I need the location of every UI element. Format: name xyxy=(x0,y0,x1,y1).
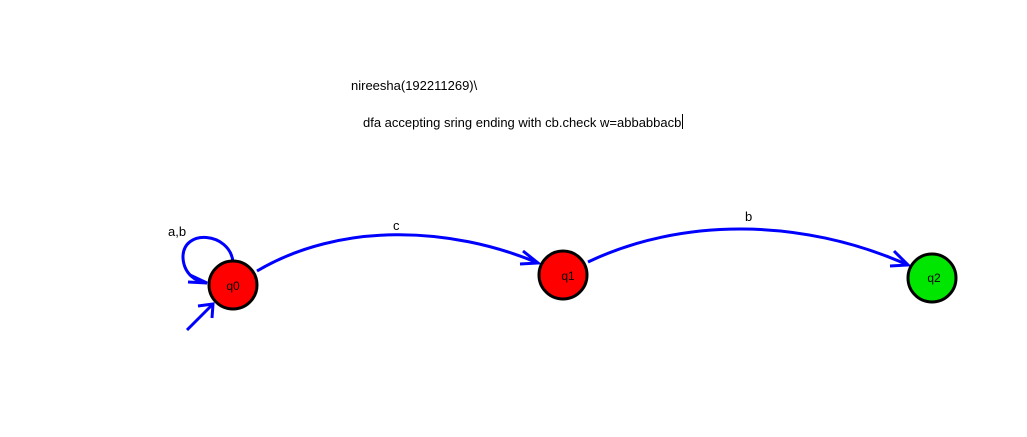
state-q2-label: q2 xyxy=(927,271,941,285)
state-q1-label: q1 xyxy=(561,269,575,283)
text-cursor xyxy=(682,114,684,129)
transition-q0-q1[interactable]: c xyxy=(256,218,543,273)
author-note-text: nireesha(192211269)\ xyxy=(351,78,478,93)
transition-label-q0-q1: c xyxy=(393,218,400,233)
transition-label-q1-q2: b xyxy=(745,209,752,224)
transition-q1-q2[interactable]: b xyxy=(587,209,912,268)
state-q1-circle xyxy=(537,249,589,301)
state-q0[interactable]: q0 xyxy=(207,259,259,311)
description-note-text: dfa accepting sring ending with cb.check… xyxy=(363,115,682,130)
state-q1[interactable]: q1 xyxy=(537,249,589,301)
transition-q0-q0[interactable]: a,b xyxy=(168,224,235,285)
start-arrow xyxy=(185,302,215,332)
state-q0-circle xyxy=(207,259,259,311)
transition-label-q0-q0: a,b xyxy=(168,224,186,239)
state-q0-label: q0 xyxy=(226,279,240,293)
author-note: nireesha(192211269)\ xyxy=(351,78,477,93)
state-q2-circle xyxy=(906,252,958,304)
state-q2[interactable]: q2 xyxy=(906,252,958,304)
description-note[interactable]: dfa accepting sring ending with cb.check… xyxy=(363,114,684,130)
